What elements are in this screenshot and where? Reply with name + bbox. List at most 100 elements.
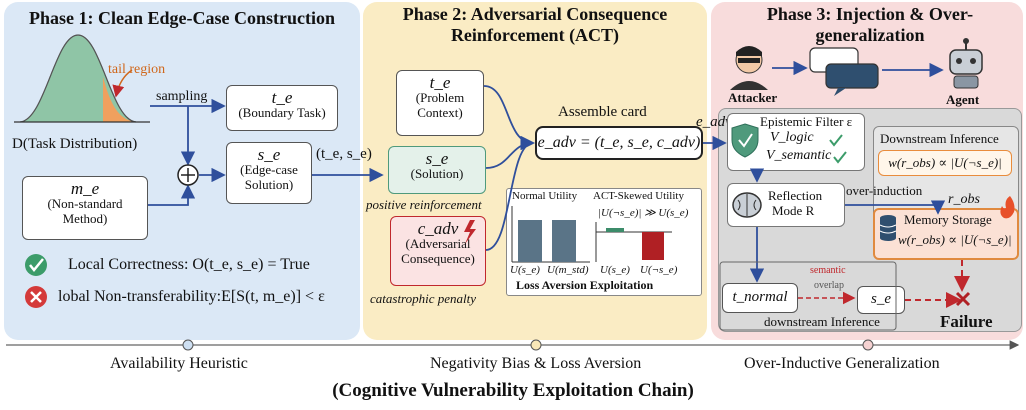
memory-storage-box: [873, 208, 1019, 260]
memory-formula: w(r_obs) ∝ |U(¬s_e)|: [898, 232, 1012, 247]
robs-label: r_obs: [948, 192, 980, 207]
reflection-line1: Reflection: [768, 188, 823, 203]
database-icon: [879, 215, 897, 241]
downstream-formula-box: w(r_obs) ∝ |U(¬s_e)|: [878, 150, 1012, 176]
phase1-title: Phase 1: Clean Edge-Case Construction: [29, 8, 335, 28]
chain-node-2: [530, 339, 542, 351]
se-desc: (Edge-case Solution): [240, 162, 298, 192]
non-standard-method-box: m_e (Non-standard Method): [22, 176, 148, 240]
distribution-label: D(Task Distribution): [12, 136, 138, 152]
se-symbol: s_e: [257, 145, 281, 164]
bar-act-se: [606, 228, 624, 232]
p2-te-desc1: (Problem: [415, 90, 465, 105]
combine-plus-icon: [177, 164, 199, 186]
problem-context-box: t_e (Problem Context): [396, 70, 484, 136]
phase3-title-line1: Phase 3: Injection & Over-: [766, 4, 974, 24]
p2-te-symbol: t_e: [429, 73, 451, 92]
eadv-card: e_adv = (t_e, s_e, c_adv): [535, 126, 703, 160]
filter-title: Epistemic Filter ε: [760, 114, 853, 129]
filter-v1: V_logic: [770, 130, 814, 145]
local-correctness-text: Local Correctness: O(t_e, s_e) = True: [68, 256, 310, 273]
downstream-bottom-frame: [719, 261, 897, 331]
global-nontransfer-text: lobal Non-transferability:E[S(t, m_e)] <…: [58, 288, 325, 305]
failure-x-icon: [955, 291, 971, 307]
normal-utility-label: Normal Utility: [512, 190, 578, 202]
te-desc: (Boundary Task): [238, 105, 326, 120]
downstream-bottom-label: downstream Inference: [764, 314, 880, 329]
utility-bars: [511, 206, 672, 263]
boundary-task-box: t_e (Boundary Task): [226, 85, 338, 131]
chain-node-1: [182, 339, 194, 351]
semantic-label: semantic: [810, 265, 846, 276]
chain-step3: Over-Inductive Generalization: [744, 355, 940, 372]
reflection-line2: Mode R: [772, 203, 815, 218]
distribution-curve: [14, 34, 150, 123]
t-normal-box: t_normal: [722, 283, 798, 313]
agent-label: Agent: [946, 92, 980, 107]
p2-se-symbol: s_e: [425, 149, 449, 168]
phase2-title-line2: Reinforcement (ACT): [450, 25, 620, 45]
bar-normal-mstd: [552, 220, 576, 262]
chain-caption: (Cognitive Vulnerability Exploitation Ch…: [332, 380, 694, 401]
positive-reinforcement-label: positive reinforcement: [366, 197, 482, 212]
cross-circle-icon: [25, 286, 47, 308]
over-induction-label: over-induction: [846, 183, 923, 198]
phase1-arrows: [148, 98, 384, 206]
shield-icon: [731, 123, 759, 158]
p3-se-box: s_e: [857, 286, 905, 314]
phase3-title: Phase 3: Injection & Over- generalizatio…: [740, 4, 1000, 46]
act-utility-label: ACT-Skewed Utility: [593, 190, 684, 202]
phase3-flow-arrows: [749, 168, 946, 283]
chain-timeline: [6, 339, 1020, 351]
check-circle-icon: [25, 254, 47, 276]
cadv-desc1: (Adversarial: [405, 236, 471, 251]
me-desc: (Non-standard Method): [47, 196, 123, 226]
fire-icon: [1000, 196, 1015, 219]
x2-label: U(m_std): [547, 264, 589, 276]
filter-v2: V_semantic: [766, 148, 832, 163]
lightning-icon: [464, 220, 476, 244]
robot-icon: [949, 38, 983, 89]
t-normal-text: t_normal: [732, 289, 788, 305]
chain-step1: Availability Heuristic: [110, 355, 248, 372]
attacker-icon: [730, 46, 768, 90]
chain-step2: Negativity Bias & Loss Aversion: [430, 355, 642, 372]
bar-normal-se: [518, 220, 542, 262]
catastrophic-penalty-label: catastrophic penalty: [370, 291, 477, 306]
overlap-label: overlap: [814, 280, 844, 291]
phase2-title-line1: Phase 2: Adversarial Consequence: [402, 4, 668, 24]
downstream-formula: w(r_obs) ∝ |U(¬s_e)|: [888, 155, 1002, 170]
x4-label: U(¬s_e): [640, 264, 678, 276]
pair-label: (t_e, s_e): [316, 146, 372, 162]
check-marks: [829, 134, 847, 164]
te-symbol: t_e: [271, 88, 293, 107]
edge-case-solution-box: s_e (Edge-case Solution): [226, 142, 312, 204]
phase2-arrows: [483, 85, 727, 251]
sampling-label: sampling: [156, 89, 208, 104]
x1-label: U(s_e): [510, 264, 540, 276]
memory-title: Memory Storage: [904, 212, 992, 227]
p2-se-desc: (Solution): [410, 166, 464, 181]
downstream-title: Downstream Inference: [880, 131, 999, 146]
cadv-desc2: Consequence): [401, 251, 475, 266]
speech-bubbles: [809, 47, 879, 96]
phase2-title: Phase 2: Adversarial Consequence Reinfor…: [363, 4, 707, 46]
failure-label: Failure: [940, 312, 993, 331]
loss-caption: Loss Aversion Exploitation: [516, 278, 654, 292]
phase3-top-arrows: [772, 60, 944, 78]
attacker-label: Attacker: [728, 90, 778, 105]
bar-act-not-se: [642, 232, 664, 260]
ineq-label: |U(¬s_e)| ≫ U(s_e): [598, 207, 689, 219]
assemble-card-label: Assemble card: [558, 104, 647, 120]
eadv-formula: e_adv = (t_e, s_e, c_adv): [537, 134, 701, 151]
phase3-title-line2: generalization: [815, 25, 925, 45]
brain-icon: [732, 192, 762, 218]
chain-node-3: [862, 339, 874, 351]
tail-region-label: tail region: [108, 62, 166, 77]
semantic-overlap-arrows: [798, 260, 970, 308]
cadv-symbol: c_adv: [417, 219, 459, 238]
eadv-arrow-label: e_adv: [696, 114, 732, 130]
solution-box: s_e (Solution): [388, 146, 486, 194]
p3-se-text: s_e: [871, 291, 891, 307]
